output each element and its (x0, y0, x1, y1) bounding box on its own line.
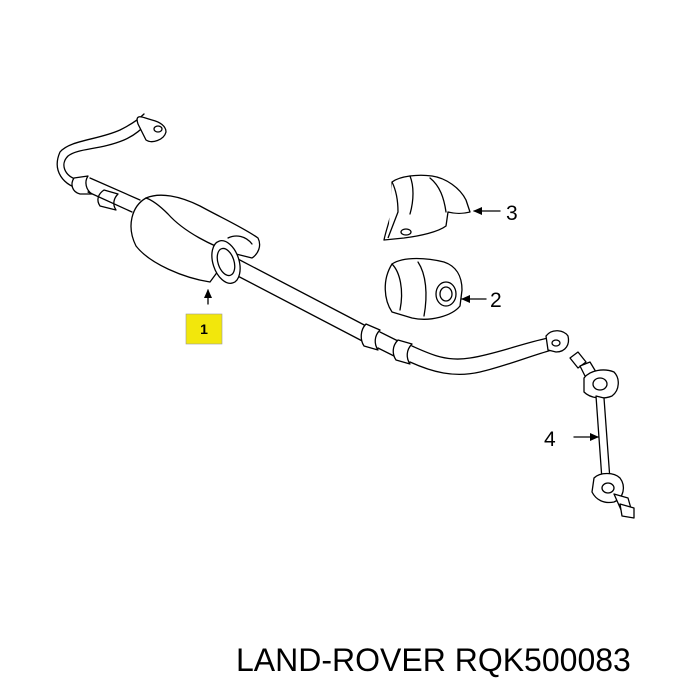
part-1-highlight (185, 313, 223, 345)
part-3-bracket (383, 174, 471, 241)
stabilizer-bar (56, 113, 570, 375)
callout-part-3[interactable]: 3 (506, 202, 518, 225)
callout-part-4[interactable]: 4 (544, 428, 556, 451)
part-2-bushing (384, 257, 463, 320)
part-number-caption: LAND-ROVER RQK500083 (236, 642, 631, 678)
part-4-link (569, 351, 635, 519)
callout-part-2[interactable]: 2 (490, 289, 502, 312)
callout-part-1[interactable]: 1 (200, 321, 208, 337)
part-1-damper (130, 194, 261, 284)
